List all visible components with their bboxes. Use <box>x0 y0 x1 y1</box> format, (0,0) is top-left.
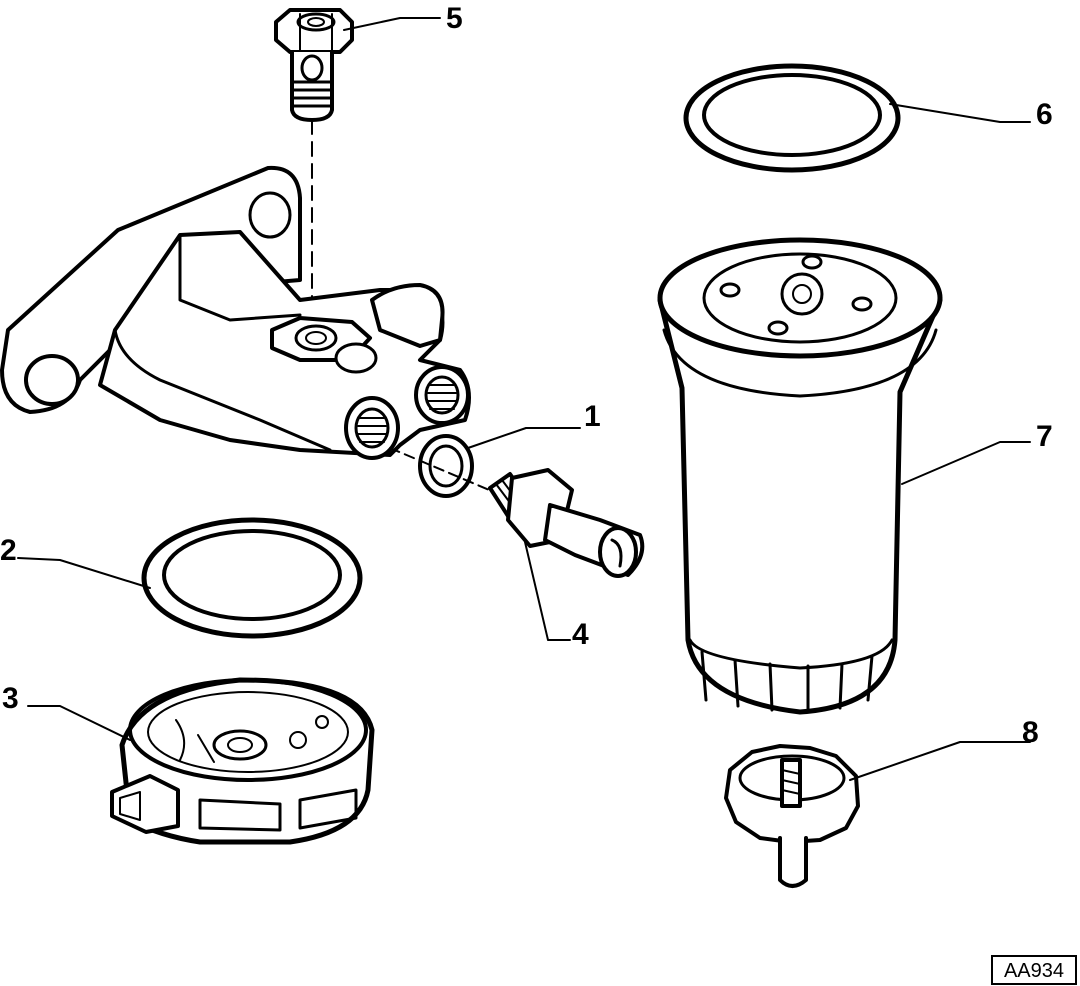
part-1-sealing-washer <box>418 434 474 498</box>
part-7-filter-cartridge <box>657 237 943 715</box>
callout-5: 5 <box>446 2 463 35</box>
callout-3: 3 <box>2 682 19 715</box>
part-4-sensor <box>488 468 645 578</box>
part-6-o-ring <box>683 63 901 173</box>
callout-2: 2 <box>0 534 17 567</box>
leader-lines <box>17 17 1031 781</box>
filter-mounting-bracket <box>0 165 471 460</box>
part-5-banjo-bolt <box>274 8 354 122</box>
callout-6: 6 <box>1036 98 1053 131</box>
reference-code-box: AA934 <box>991 955 1077 985</box>
part-2-o-ring <box>141 517 363 639</box>
callout-1: 1 <box>584 400 601 433</box>
callout-7: 7 <box>1036 420 1053 453</box>
callout-8: 8 <box>1022 716 1039 749</box>
part-3-sensor-housing <box>110 677 375 845</box>
part-8-drain-screw <box>724 744 860 888</box>
callout-4: 4 <box>572 618 589 651</box>
reference-code: AA934 <box>1004 960 1064 982</box>
